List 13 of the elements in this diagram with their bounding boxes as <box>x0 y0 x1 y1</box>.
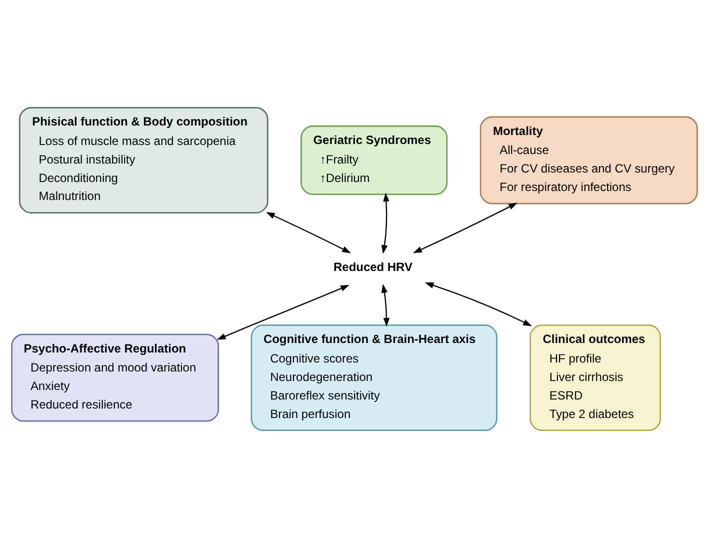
arrow <box>424 282 532 326</box>
arrow <box>381 192 390 254</box>
node-box: Cognitive function & Brain-Heart axis Cognitive scores Neurodegeneration Baroreflex sensitivity Brain perfusion <box>250 324 498 431</box>
node-text: Reduced HRV <box>334 260 412 274</box>
arrow <box>413 202 518 254</box>
node-box: Phisical function & Body composition Loss of muscle mass and sarcopenia Postural instability Deconditioning Malnutrition <box>18 107 268 214</box>
node-box: Clinical outcomes HF profile Liver cirrhosis ESRD Type 2 diabetes <box>530 324 661 431</box>
node-box: Psycho-Affective Regulation Depression and mood variation Anxiety Reduced resilience <box>11 334 219 422</box>
arrow <box>216 284 350 340</box>
arrow <box>381 284 390 327</box>
node-box: Mortality All-cause For CV diseases and CV surgery For respiratory infections <box>480 116 698 204</box>
arrow <box>266 212 352 254</box>
node-box: Geriatric Syndromes ↑Frailty ↑Delirium <box>300 125 448 196</box>
